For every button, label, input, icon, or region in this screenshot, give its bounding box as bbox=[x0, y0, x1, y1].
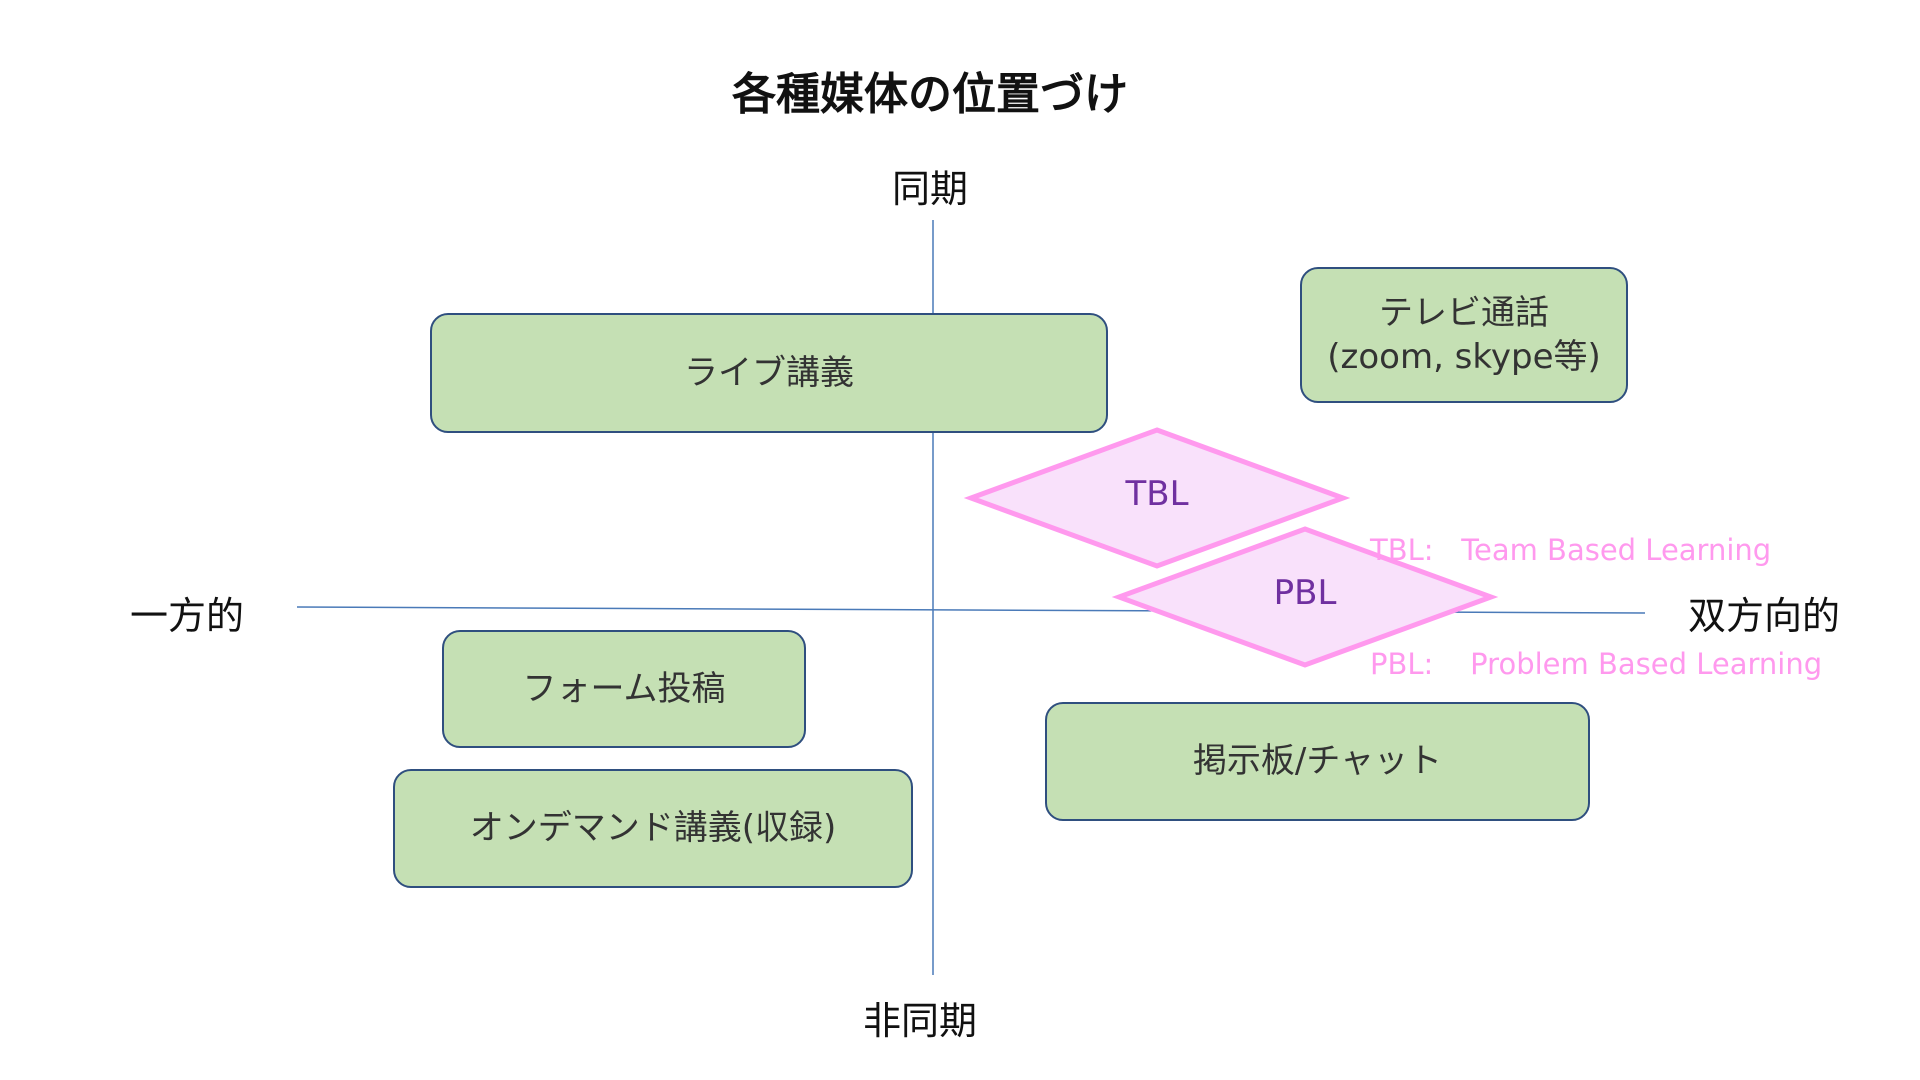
box-form-submission-label: フォーム投稿 bbox=[522, 668, 726, 709]
box-video-call-examples: (zoom, skype等) bbox=[1327, 337, 1601, 377]
box-on-demand-lecture-label: オンデマンド講義(収録) bbox=[469, 808, 837, 849]
legend-tbl: TBL: Team Based Learning bbox=[1370, 533, 1772, 567]
box-board-chat: 掲示板/チャット bbox=[1045, 702, 1590, 821]
box-form-submission: フォーム投稿 bbox=[442, 630, 806, 748]
axis-label-synchronous: 同期 bbox=[891, 167, 968, 211]
page-title: 各種媒体の位置づけ bbox=[732, 69, 1128, 120]
box-video-call: テレビ通話 (zoom, skype等) bbox=[1300, 267, 1628, 403]
axis-label-one-way: 一方的 bbox=[130, 594, 245, 638]
box-video-call-label: テレビ通話 bbox=[1379, 292, 1549, 333]
diamond-tbl bbox=[963, 427, 1351, 569]
box-board-chat-label: 掲示板/チャット bbox=[1192, 741, 1443, 782]
diamond-tbl-label: TBL bbox=[1125, 474, 1189, 514]
box-on-demand-lecture: オンデマンド講義(収録) bbox=[393, 769, 913, 888]
box-live-lecture: ライブ講義 bbox=[430, 313, 1108, 433]
diamond-pbl bbox=[1111, 526, 1499, 668]
axis-label-asynchronous: 非同期 bbox=[862, 999, 977, 1043]
axis-label-two-way: 双方向的 bbox=[1688, 594, 1841, 638]
diamond-pbl-label: PBL bbox=[1273, 573, 1337, 613]
legend-pbl: PBL: Problem Based Learning bbox=[1370, 647, 1823, 681]
box-live-lecture-label: ライブ講義 bbox=[684, 352, 854, 393]
legend: TBL: Team Based Learning PBL: Problem Ba… bbox=[1370, 455, 1822, 721]
